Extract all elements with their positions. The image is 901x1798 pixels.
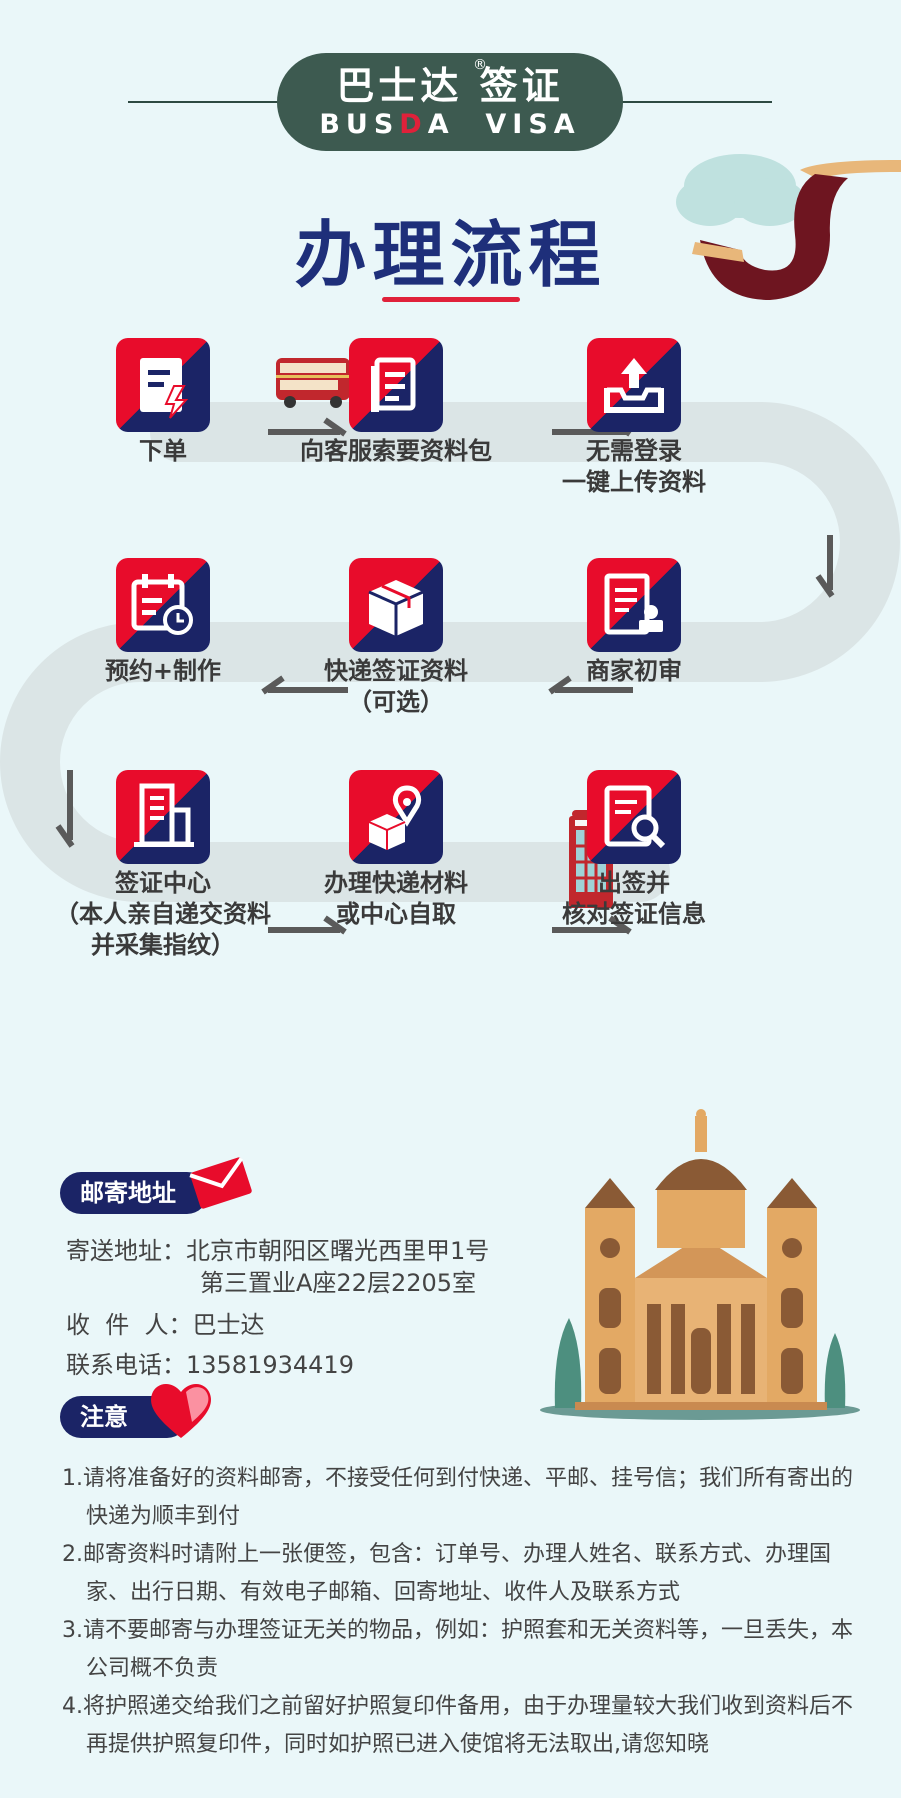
step-7-label: 签证中心 （本人亲自递交资料并采集指纹） [33,868,293,961]
step-5-icon-box [349,558,443,652]
upload-icon [604,358,664,413]
box-icon [368,580,424,636]
document-icon [371,357,416,412]
notice-list: 1.请将准备好的资料邮寄，不接受任何到付快递、平邮、挂号信；我们所有寄出的快递为… [62,1460,872,1764]
envelope-icon [189,1157,252,1209]
address-line2: 第三置业A座22层2205室 [200,1269,477,1297]
bus-illustration [276,358,350,408]
address-label: 寄送地址： [66,1237,186,1265]
registered-mark: ® [473,57,487,73]
address-row-2: 第三置业A座22层2205室 [200,1266,476,1300]
step-5-label-line-1: 快递签证资料 [324,657,468,685]
step-1-label: 下单 [33,436,293,467]
step-2-label: 向客服索要资料包 [266,436,526,467]
step-3-icon-box [587,338,681,432]
step-7-icon-box [116,770,210,864]
cloud-pipe-illustration [676,154,901,300]
brand-name-cn: 巴士达 签证 [336,64,564,108]
notice-item: 4.将护照递交给我们之前留好护照复印件备用，由于办理量较大我们收到资料后不再提供… [62,1694,853,1757]
step-2-icon-box [349,338,443,432]
step-4-label: 商家初审 [504,656,764,687]
step-7-label-line-1: 签证中心 [115,869,211,897]
order-icon [140,358,189,419]
step-1-icon-box [116,338,210,432]
step-9-label-line-2: 核对签证信息 [562,900,706,928]
notice-item: 2.邮寄资料时请附上一张便签，包含：订单号、办理人姓名、联系方式、办理国家、出行… [62,1542,831,1605]
step-8-icon-box [349,770,443,864]
building-icon [134,783,194,847]
address-line1: 北京市朝阳区曙光西里甲1号 [186,1237,490,1265]
brand-name-en: BUSDA VISA [319,109,581,140]
notice-item: 1.请将准备好的资料邮寄，不接受任何到付快递、平邮、挂号信；我们所有寄出的快递为… [62,1466,853,1529]
step-5-label-line-2: （可选） [348,688,444,716]
header-line-left [128,101,280,103]
mailing-tag: 邮寄地址 [60,1172,208,1214]
step-8-label-line-1: 办理快递材料 [324,869,468,897]
search-doc-icon [604,785,666,849]
step-4-label-line-1: 商家初审 [586,657,682,685]
review-icon [604,573,663,635]
step-8-label-line-2: 或中心自取 [336,900,456,928]
step-8-label: 办理快递材料或中心自取 [266,868,526,930]
courier-icon [368,785,422,850]
cathedral-illustration [540,1109,860,1420]
step-3-label-line-1: 无需登录 [586,437,682,465]
step-4-icon-box [587,558,681,652]
recipient-label: 收 件 人： [66,1311,193,1339]
step-6-label-line-1: 预约+制作 [104,657,222,685]
brand-logo: 巴士达 签证 ® BUSDA VISA [277,53,623,151]
step-9-label: 出签并核对签证信息 [504,868,764,930]
address-row: 寄送地址：北京市朝阳区曙光西里甲1号 [66,1234,489,1268]
step-3-label: 无需登录一键上传资料 [504,436,764,498]
step-5-label: 快递签证资料 （可选） [266,656,526,718]
recipient-value: 巴士达 [192,1311,265,1339]
recipient-row: 收 件 人：巴士达 [66,1308,265,1342]
step-9-icon-box [587,770,681,864]
phone-value[interactable]: 13581934419 [186,1351,354,1379]
step-2-label-line-1: 向客服索要资料包 [300,437,492,465]
title-underline [382,297,520,302]
phone-label: 联系电话： [66,1351,186,1379]
step-7-label-line-3: 并采集指纹） [91,931,235,959]
phone-row: 联系电话：13581934419 [66,1348,354,1382]
step-3-label-line-2: 一键上传资料 [562,468,706,496]
notice-item: 3.请不要邮寄与办理签证无关的物品，例如：护照套和无关资料等，一旦丢失，本公司概… [62,1618,853,1681]
step-6-icon-box [116,558,210,652]
calendar-icon [131,574,193,635]
step-1-label-line-1: 下单 [139,437,187,465]
page-title: 办理流程 [294,213,607,297]
step-6-label: 预约+制作 [33,656,293,687]
header-line-right [620,101,772,103]
step-7-label-line-2: （本人亲自递交资料 [55,900,271,928]
heart-icon [151,1383,211,1438]
step-9-label-line-1: 出签并 [598,869,670,897]
